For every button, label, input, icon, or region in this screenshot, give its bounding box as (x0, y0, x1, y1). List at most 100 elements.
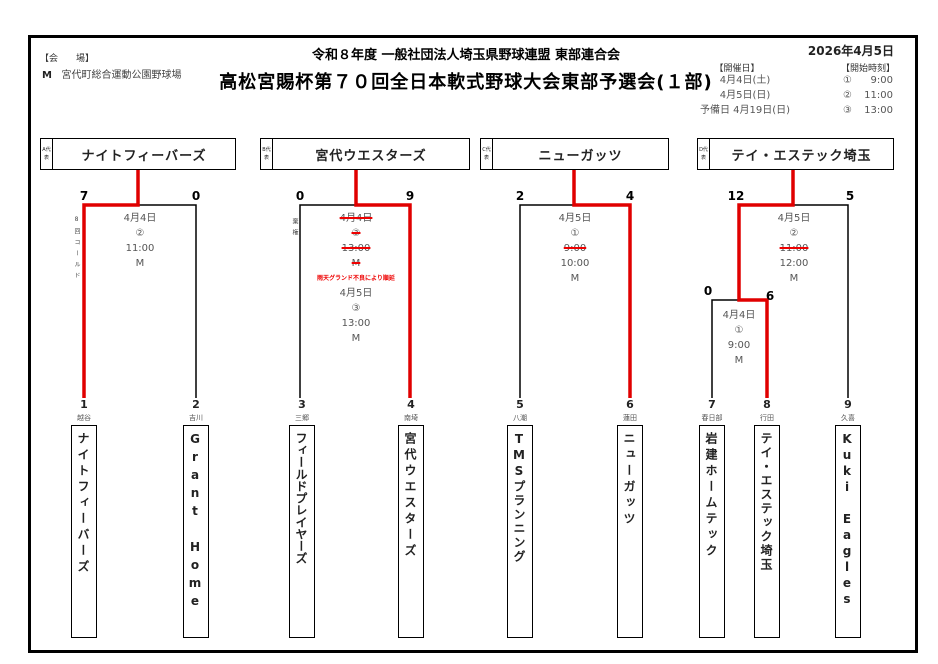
title-line1: 令和８年度 一般社団法人埼玉県野球連盟 東部連合会 (311, 48, 621, 63)
date-reserve: 予備日 4月19日(日) (699, 105, 791, 116)
team-number: 2 (192, 398, 200, 411)
team-name: フィールドプレイヤーズ (289, 425, 315, 638)
team-number: 4 (407, 398, 415, 411)
venue-label: 【会 場】 (40, 54, 95, 64)
dates-label: 【開催日】 (714, 64, 760, 74)
time-mark: ① (843, 75, 852, 86)
team-name: Kuki Eagles (835, 425, 861, 638)
score: 0 (191, 189, 201, 203)
document-frame (28, 35, 918, 653)
team-name: Grant Home (183, 425, 209, 638)
score: 2 (515, 189, 525, 203)
game-info-a: 4月4日 ② 11:00 M (124, 211, 157, 271)
times-list: ① 9:00 ② 11:00 ③ 13:00 (843, 73, 893, 118)
team-name: ナイトフィーバーズ (71, 425, 97, 638)
game-date: 4月5日 (777, 213, 811, 224)
team-city: 蓮田 (623, 414, 637, 422)
cancelled-date: 4月4日 (339, 213, 373, 224)
game-date: 4月4日 (123, 213, 157, 224)
score: 5 (845, 189, 855, 203)
block-tag: B代表 (261, 139, 273, 169)
game-info-b: 4月4日 ③ 13:00 M 雨天グランド不良により順延 4月5日 ③ 13:0… (317, 211, 395, 346)
cancelled-slot: ③ (351, 228, 361, 239)
game-time: 9:00 (727, 340, 751, 351)
rep-name: テイ・エステック埼玉 (731, 148, 872, 164)
venue-name: 宮代町総合運動公園野球場 (61, 70, 182, 81)
team-number: 1 (80, 398, 88, 411)
game-time: 13:00 (341, 318, 371, 329)
time-value: 13:00 (864, 105, 893, 116)
score: 0 (703, 284, 713, 298)
team-city: 吉川 (189, 414, 203, 422)
game-slot: ② (789, 228, 799, 239)
rep-name: ニューガッツ (538, 148, 623, 164)
block-tag: D代表 (698, 139, 710, 169)
block-tag: A代表 (41, 139, 53, 169)
team-city: 八潮 (513, 414, 527, 422)
score: 7 (79, 189, 89, 203)
game-date: 4月5日 (558, 213, 592, 224)
game-slot: ① (570, 228, 580, 239)
time-mark: ③ (843, 105, 852, 116)
game-slot: ② (135, 228, 145, 239)
time-mark: ② (843, 90, 852, 101)
block-a-representative: A代表 ナイトフィーバーズ (40, 138, 236, 170)
called-game-note: 8回コールド (73, 216, 80, 283)
time-value: 11:00 (864, 90, 893, 101)
game-venue: M (135, 258, 145, 269)
team-city: 行田 (760, 414, 774, 422)
game-info-c: 4月5日 ① 9:00 10:00 M (559, 211, 592, 286)
team-number: 9 (844, 398, 852, 411)
game-time: 10:00 (560, 258, 590, 269)
team-number: 6 (626, 398, 634, 411)
venue-line: M 宮代町総合運動公園野球場 (42, 66, 182, 81)
team-name: 宮代ウエスターズ (398, 425, 424, 638)
team-number: 5 (516, 398, 524, 411)
team-city: 越谷 (77, 414, 91, 422)
rep-name: ナイトフィーバーズ (81, 148, 207, 164)
team-city: 春日部 (701, 414, 723, 422)
time-value: 9:00 (870, 75, 893, 86)
score: 9 (405, 189, 415, 203)
game-date: 4月4日 (722, 310, 756, 321)
postponed-note: 雨天グランド不良により順延 (317, 275, 395, 282)
game-info-d-first: 4月4日 ① 9:00 M (723, 308, 756, 368)
game-venue: M (570, 273, 580, 284)
game-venue: M (351, 333, 361, 344)
cancelled-time: 13:00 (341, 243, 371, 254)
block-c-representative: C代表 ニューガッツ (480, 138, 669, 170)
rep-name: 宮代ウエスターズ (315, 148, 427, 164)
team-number: 3 (298, 398, 306, 411)
game-slot: ③ (351, 303, 361, 314)
team-name: テイ・エステック埼玉 (754, 425, 780, 638)
team-name: TMSプランニング (507, 425, 533, 638)
game-time: 12:00 (779, 258, 809, 269)
score: 4 (625, 189, 635, 203)
team-name: 岩建ホームテック (699, 425, 725, 638)
team-city: 久喜 (841, 414, 855, 422)
team-city: 南埼 (404, 414, 418, 422)
team-name: ニューガッツ (617, 425, 643, 638)
score: 0 (295, 189, 305, 203)
block-d-representative: D代表 テイ・エステック埼玉 (697, 138, 894, 170)
team-number: 7 (708, 398, 716, 411)
forfeit-note: 棄権 (291, 218, 298, 240)
cancelled-venue: M (351, 258, 361, 269)
cancelled-time: 9:00 (563, 243, 587, 254)
score: 6 (765, 289, 775, 303)
date-2: 4月5日(日) (719, 90, 771, 101)
cancelled-time: 11:00 (779, 243, 809, 254)
page-title: 高松宮賜杯第７０回全日本軟式野球大会東部予選会(１部) (219, 72, 713, 93)
document-date: 2026年4月5日 (807, 44, 894, 58)
block-tag: C代表 (481, 139, 493, 169)
block-b-representative: B代表 宮代ウエスターズ (260, 138, 470, 170)
score: 12 (727, 189, 745, 203)
game-slot: ① (734, 325, 744, 336)
venue-code: M (42, 70, 52, 81)
team-number: 8 (763, 398, 771, 411)
game-venue: M (734, 355, 744, 366)
game-date: 4月5日 (339, 288, 373, 299)
date-1: 4月4日(土) (719, 75, 771, 86)
game-time: 11:00 (125, 243, 155, 254)
